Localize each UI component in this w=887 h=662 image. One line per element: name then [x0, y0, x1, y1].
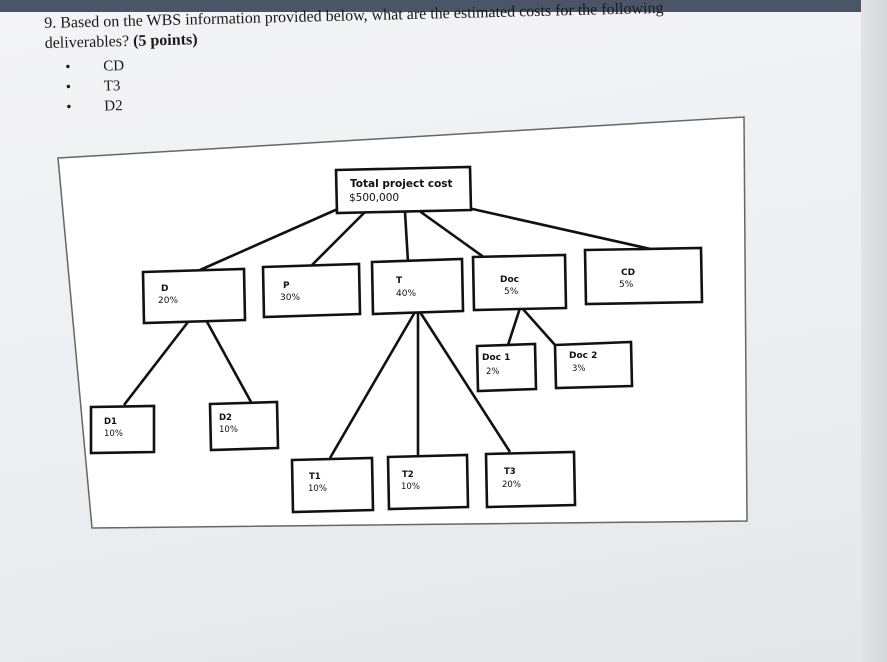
node-label-t: T	[396, 276, 403, 286]
node-label-d2: D2	[219, 413, 232, 423]
wbs-labels: Total project cost $500,000 D 20% P 30% …	[104, 178, 635, 494]
root-box	[334, 165, 473, 215]
node-pct-doc2: 3%	[572, 364, 586, 374]
root-value: $500,000	[349, 192, 399, 204]
node-pct-d1: 10%	[104, 429, 123, 439]
box-doc2	[553, 340, 634, 390]
node-pct-d: 20%	[158, 296, 178, 306]
box-t1	[290, 456, 375, 514]
wbs-boxes	[89, 165, 704, 514]
node-pct-p: 30%	[280, 293, 300, 303]
node-label-cd: CD	[621, 268, 635, 278]
wbs-connectors	[122, 206, 656, 459]
node-pct-d2: 10%	[219, 425, 238, 435]
node-label-doc: Doc	[500, 275, 519, 285]
node-pct-t2: 10%	[401, 482, 420, 492]
node-label-d: D	[161, 284, 168, 294]
box-p	[261, 262, 362, 319]
box-d2	[208, 400, 280, 452]
node-label-d1: D1	[104, 417, 117, 427]
node-pct-doc: 5%	[504, 287, 519, 297]
box-t3	[484, 450, 577, 509]
node-label-doc2: Doc 2	[569, 351, 597, 361]
node-pct-doc1: 2%	[486, 367, 500, 377]
top-edge	[0, 0, 887, 12]
page-edge	[861, 0, 887, 662]
node-pct-cd: 5%	[619, 280, 634, 290]
node-label-p: P	[283, 281, 290, 291]
node-label-doc1: Doc 1	[482, 353, 510, 363]
node-label-t1: T1	[309, 472, 321, 482]
node-pct-t: 40%	[396, 289, 416, 299]
box-doc1	[475, 342, 538, 393]
box-t2	[386, 453, 470, 511]
node-label-t2: T2	[402, 470, 414, 480]
node-pct-t1: 10%	[308, 484, 327, 494]
box-cd	[583, 246, 704, 306]
node-label-t3: T3	[504, 467, 516, 477]
box-d	[141, 267, 247, 325]
node-pct-t3: 20%	[502, 480, 521, 490]
box-d1	[89, 404, 156, 455]
root-title: Total project cost	[350, 178, 453, 190]
box-doc	[471, 253, 568, 312]
box-t	[370, 257, 465, 316]
